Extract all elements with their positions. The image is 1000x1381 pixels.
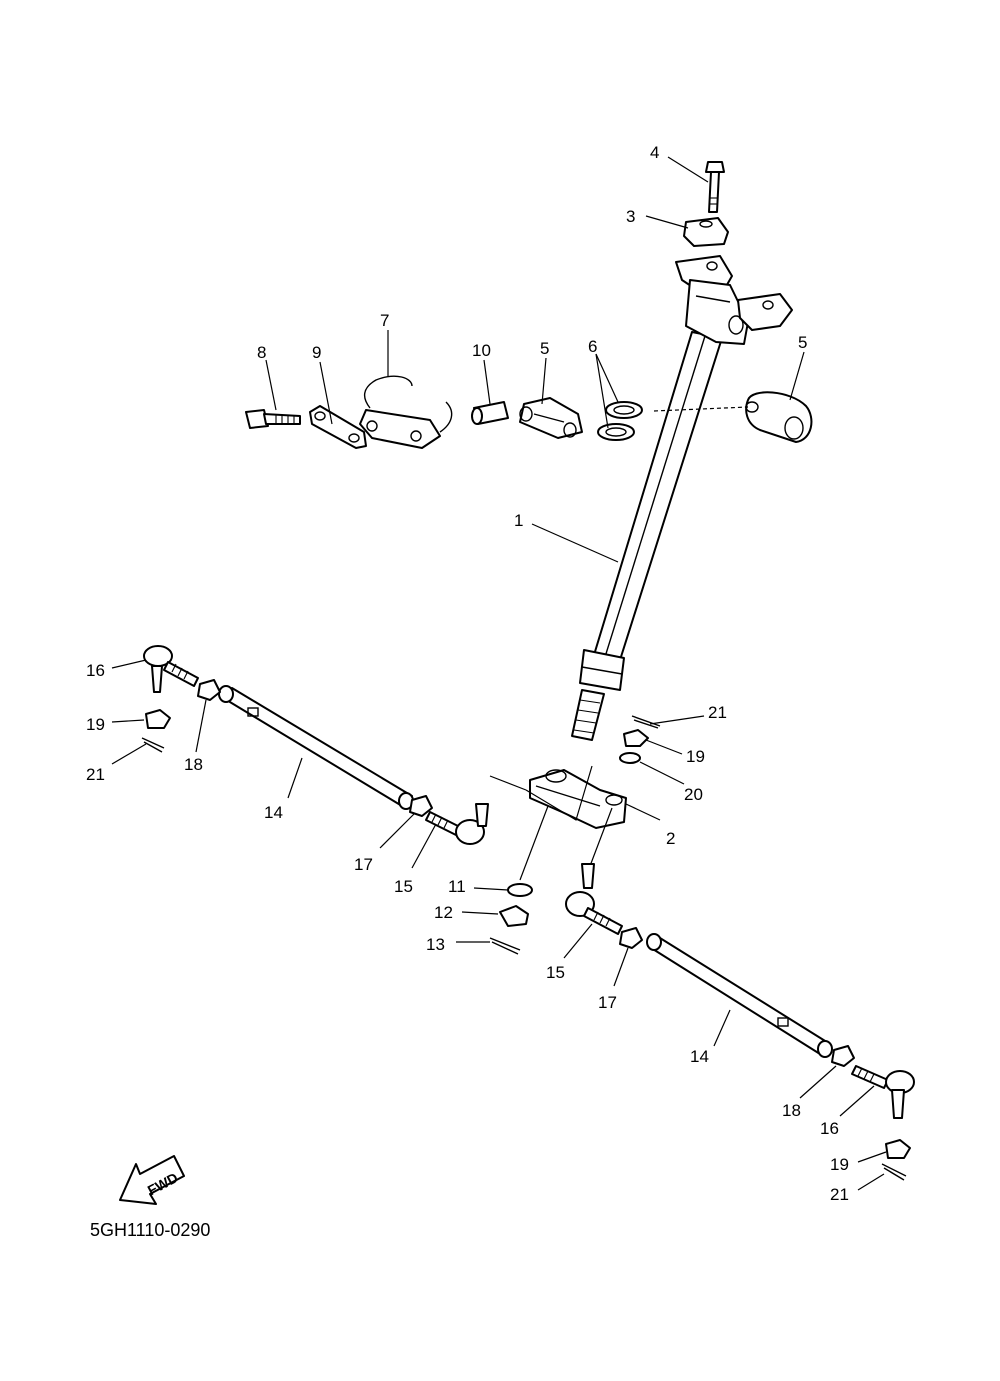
cotter-pin-21-left bbox=[141, 737, 165, 753]
nut-19-right bbox=[885, 1139, 911, 1159]
bushing-half-right bbox=[745, 391, 813, 443]
seal-rings bbox=[597, 401, 643, 441]
callout-20: 20 bbox=[684, 785, 703, 804]
clamp-cap bbox=[683, 217, 729, 247]
callout-9: 9 bbox=[312, 343, 321, 362]
callout-12: 12 bbox=[434, 903, 453, 922]
callout-19-left: 19 bbox=[86, 715, 105, 734]
washer-20 bbox=[619, 752, 641, 764]
leader-lines bbox=[111, 156, 887, 1191]
callout-16-left: 16 bbox=[86, 661, 105, 680]
nut-17-left bbox=[409, 795, 433, 817]
tie-rod-end-left bbox=[143, 645, 199, 693]
callout-19-right: 19 bbox=[830, 1155, 849, 1174]
callout-10: 10 bbox=[472, 341, 491, 360]
washer-11 bbox=[507, 883, 533, 897]
callout-3: 3 bbox=[626, 207, 635, 226]
nut-19-center bbox=[623, 729, 649, 747]
pitman-arm bbox=[529, 769, 627, 829]
bolt-side bbox=[245, 409, 301, 429]
bushing-half-left bbox=[519, 397, 583, 439]
callout-1: 1 bbox=[514, 511, 523, 530]
nut-12 bbox=[499, 905, 529, 927]
callout-labels: 4 3 7 8 9 10 5 6 5 1 16 19 21 18 14 17 1… bbox=[86, 143, 849, 1204]
lock-plate bbox=[359, 375, 453, 449]
nut-19-left bbox=[145, 709, 171, 729]
callout-18-left: 18 bbox=[184, 755, 203, 774]
callout-13: 13 bbox=[426, 935, 445, 954]
ball-joint-right bbox=[565, 863, 623, 935]
nut-18-right bbox=[831, 1045, 855, 1067]
callout-18-right: 18 bbox=[782, 1101, 801, 1120]
steering-shaft bbox=[571, 331, 723, 741]
callout-14-left: 14 bbox=[264, 803, 283, 822]
callout-8: 8 bbox=[257, 343, 266, 362]
nut-18-left bbox=[197, 679, 221, 701]
callout-15-left: 15 bbox=[394, 877, 413, 896]
callout-21-right: 21 bbox=[830, 1185, 849, 1204]
callout-19-center: 19 bbox=[686, 747, 705, 766]
fwd-arrow: FWD bbox=[119, 1155, 185, 1205]
lock-washer bbox=[309, 405, 367, 449]
alignment-line-5 bbox=[653, 406, 749, 412]
callout-14-right: 14 bbox=[690, 1047, 709, 1066]
tie-rod-end-right bbox=[851, 1065, 915, 1119]
upper-bracket bbox=[675, 255, 793, 345]
assembly-guide-lines bbox=[489, 765, 613, 881]
tie-rod-left bbox=[218, 685, 414, 810]
nut-17-right bbox=[619, 927, 643, 949]
callout-11: 11 bbox=[448, 877, 466, 896]
callout-16-right: 16 bbox=[820, 1119, 839, 1138]
bolt-top bbox=[705, 161, 725, 213]
diagram-code: 5GH1110-0290 bbox=[90, 1220, 210, 1240]
collar bbox=[471, 401, 509, 425]
cotter-pin-21-center bbox=[631, 715, 661, 729]
callout-4: 4 bbox=[650, 143, 659, 162]
callout-17-right: 17 bbox=[598, 993, 617, 1012]
callout-7: 7 bbox=[380, 311, 389, 330]
cotter-pin-13 bbox=[489, 937, 521, 955]
callout-5-right: 5 bbox=[798, 333, 807, 352]
cotter-pin-21-right bbox=[881, 1163, 907, 1181]
callout-21-center: 21 bbox=[708, 703, 727, 722]
callout-17-left: 17 bbox=[354, 855, 373, 874]
callout-6: 6 bbox=[588, 337, 597, 356]
callout-15-right: 15 bbox=[546, 963, 565, 982]
tie-rod-right bbox=[646, 933, 833, 1058]
callout-5-left: 5 bbox=[540, 339, 549, 358]
callout-2: 2 bbox=[666, 829, 675, 848]
callout-21-left: 21 bbox=[86, 765, 105, 784]
ball-joint-left bbox=[425, 803, 489, 845]
